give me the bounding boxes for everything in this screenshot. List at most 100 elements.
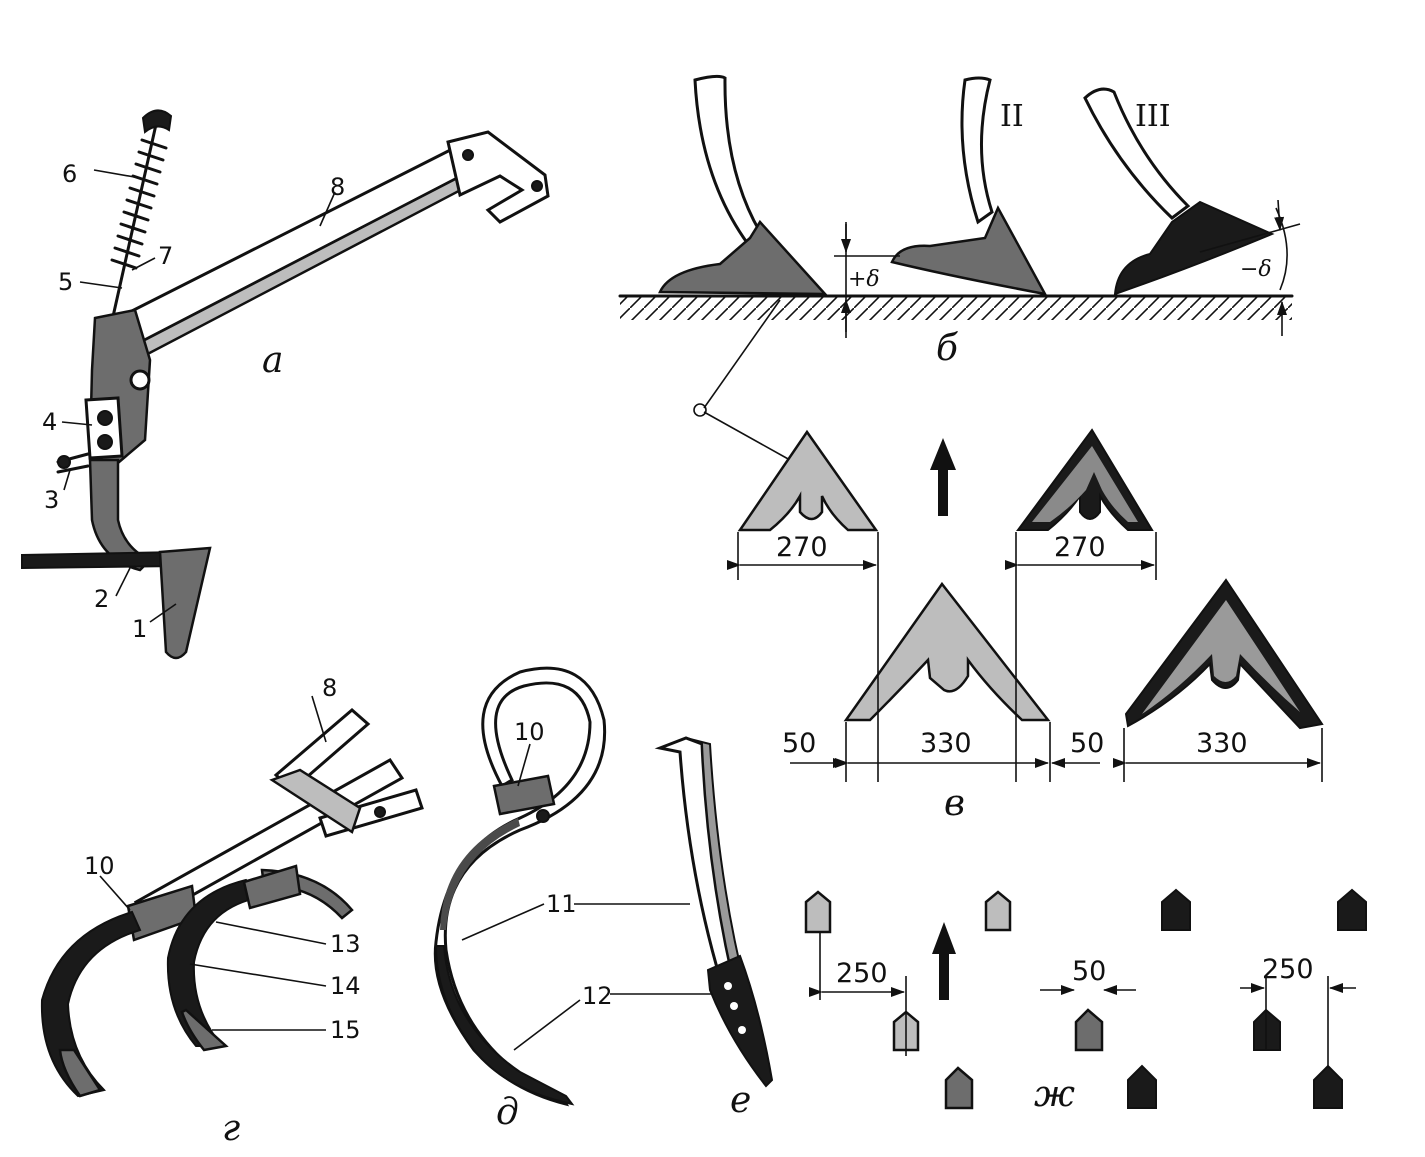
share-top-right-face (1032, 446, 1138, 522)
chisel-point-dark (1127, 1064, 1157, 1109)
callout-leader-d10 (517, 743, 531, 787)
yoke-bolt (531, 180, 543, 192)
dimension-bottom-left-width: 330 (920, 728, 972, 759)
figure-g-spring-tine-assembly: 8 10 13 14 15 г (40, 674, 424, 1149)
dimension-bottom-right-overlap: 50 (1070, 728, 1104, 759)
positive-angle-label: +δ (848, 267, 880, 292)
chisel-point-light (984, 890, 1012, 932)
stand-II (960, 76, 994, 225)
callout-leader-9 (703, 299, 781, 409)
figure-d-s-tine: 10 11 12 д (433, 666, 712, 1133)
rivet (724, 982, 732, 990)
callout-d-11: 11 (546, 890, 577, 918)
position-label-III: III (1135, 99, 1171, 134)
callout-leaders-g (99, 695, 327, 1031)
dimension-top-right: 270 (1054, 532, 1106, 563)
callout-g-10: 10 (84, 852, 115, 880)
callout-g-14: 14 (330, 972, 361, 1000)
chisel-point-light (804, 890, 832, 934)
chisel-point-dark (1253, 1008, 1281, 1051)
compression-spring (110, 109, 173, 270)
chisel-point-grey (1074, 1008, 1104, 1052)
frame-bar (115, 134, 495, 347)
dimension-bottom-left-overlap: 50 (782, 728, 816, 759)
clamp-nut (536, 809, 550, 823)
rivet (730, 1002, 738, 1010)
clamp-bolt (97, 434, 113, 450)
figure-label-d: д (496, 1092, 519, 1133)
chisel-point (706, 954, 774, 1088)
callout-6: 6 (62, 160, 77, 188)
spring-rod (108, 118, 159, 332)
dimension-top-left: 270 (776, 532, 828, 563)
callout-2: 2 (94, 585, 109, 613)
share-bottom-right-face (1142, 600, 1300, 714)
figure-label-b: б (936, 328, 959, 369)
negative-angle-dimension: −δ (1199, 199, 1301, 336)
frame-bar-side (133, 158, 497, 360)
clamp-plate (84, 396, 124, 460)
chisel-point-dark (1337, 888, 1367, 931)
figure-label-v: в (944, 783, 965, 824)
stand-III (1083, 87, 1191, 220)
callout-3: 3 (44, 486, 59, 514)
figure-e-chisel-tine: е (654, 736, 774, 1121)
chisel-share (158, 546, 212, 660)
callout-4: 4 (42, 408, 57, 436)
callout-g-15: 15 (330, 1016, 361, 1044)
figure-a-spring-loaded-tine: 1 2 3 4 5 6 7 8 а (21, 109, 550, 660)
frame-bolt (374, 806, 386, 818)
dimension-lines-v (727, 532, 1323, 782)
position-label-II: II (1000, 99, 1024, 134)
callout-1: 1 (132, 615, 147, 643)
figure-v-share-layout: 270 270 50 330 50 330 в (727, 428, 1324, 824)
figure-b-share-pitch-positions: II III +δ −δ 9 б (618, 74, 1301, 461)
callout-5: 5 (58, 268, 73, 296)
stand-I (693, 74, 762, 247)
callout-d-10: 10 (514, 718, 545, 746)
callout-leader-9b (703, 411, 791, 461)
dimension-zh-right: 250 (1262, 954, 1314, 985)
callout-g-8: 8 (322, 674, 337, 702)
share-I (658, 219, 828, 296)
yoke-bolt (462, 149, 474, 161)
dimension-bottom-right-width: 330 (1196, 728, 1248, 759)
callout-d-12: 12 (582, 982, 613, 1010)
soil-hatching (620, 296, 1292, 320)
travel-direction-arrow (930, 438, 956, 516)
dimension-zh-middle: 50 (1072, 956, 1106, 987)
spring-tine-front (40, 910, 142, 1098)
callout-9-ring (693, 403, 707, 417)
figure-label-e: е (730, 1080, 751, 1121)
callout-leaders-a (61, 169, 336, 623)
figure-label-a: а (262, 340, 283, 381)
callout-leader-d11 (461, 903, 545, 941)
frame-crossbar (269, 768, 362, 834)
dimension-zh-left: 250 (836, 958, 888, 989)
s-tine-edge (434, 945, 575, 1106)
dimension-lines-zh (809, 932, 1356, 1068)
share-II (890, 205, 1048, 296)
share-top-left (737, 429, 879, 532)
chisel-point-dark (1313, 1064, 1343, 1109)
callout-leader-d12 (513, 999, 581, 1051)
share-III (1113, 200, 1275, 296)
positive-angle-dimension: +δ (834, 222, 900, 338)
callout-8: 8 (330, 173, 345, 201)
share-bottom-left (843, 581, 1051, 722)
s-tine-clamp (492, 774, 556, 816)
callout-9: 9 (690, 398, 705, 426)
screw-head (57, 455, 71, 469)
tine-clamp-2 (242, 864, 302, 910)
chisel-point-grey (944, 1066, 974, 1110)
figure-zh-chisel-layout: 250 50 250 ж (804, 888, 1367, 1115)
clamp-bolt (97, 410, 113, 426)
s-tine-inner-shade (440, 818, 520, 930)
travel-direction-arrow-zh (932, 922, 956, 1000)
frame-yoke (446, 130, 550, 224)
spring-tine-front-tip (58, 1048, 102, 1098)
share-blade (21, 550, 181, 570)
share-15 (180, 1008, 229, 1052)
negative-angle-label: −δ (1240, 257, 1272, 282)
